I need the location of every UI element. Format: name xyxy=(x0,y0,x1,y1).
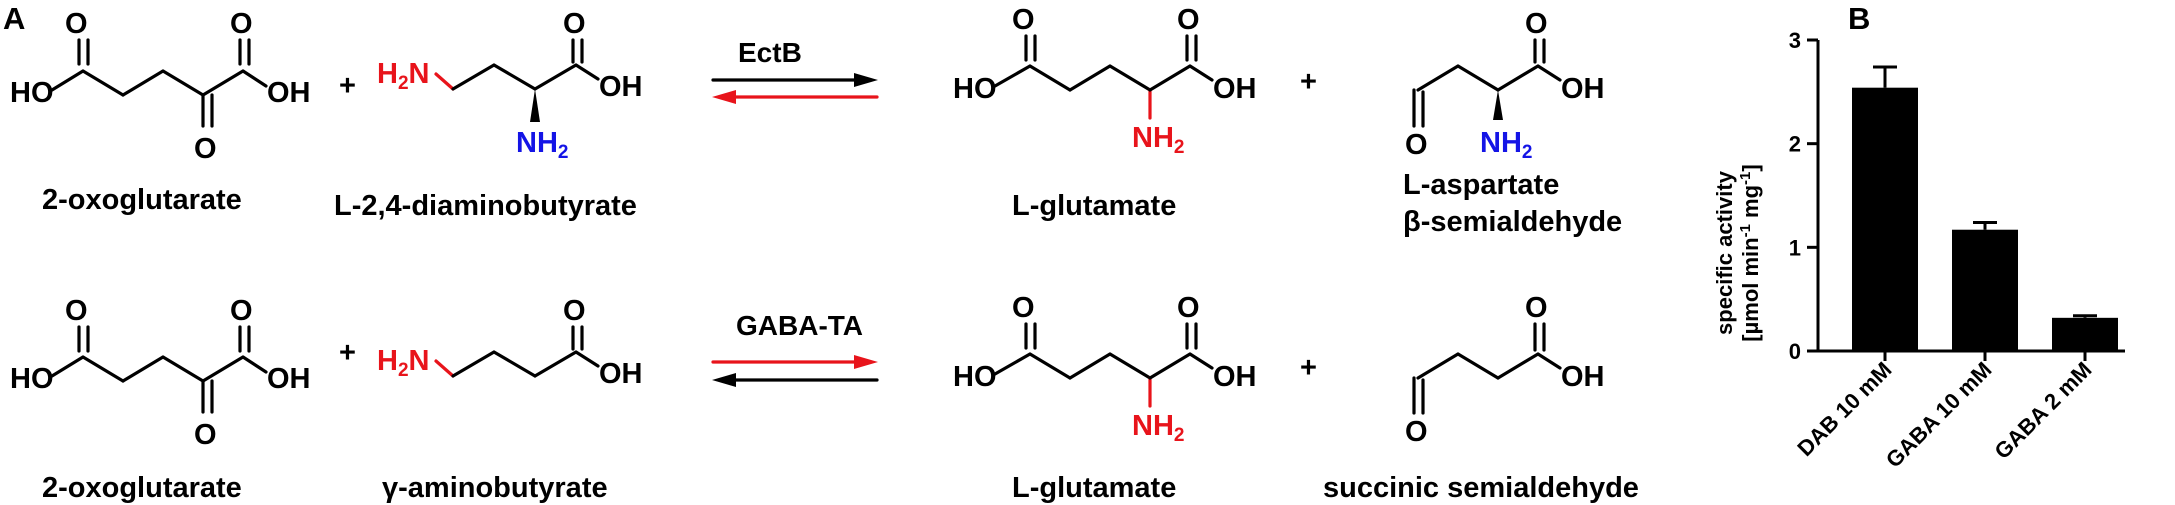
svg-text:O: O xyxy=(1177,4,1200,36)
label-l-glutamate-1: L-glutamate xyxy=(1012,190,1176,222)
svg-text:NH2: NH2 xyxy=(1480,127,1532,163)
svg-text:OH: OH xyxy=(599,358,643,390)
svg-text:HO: HO xyxy=(953,73,997,105)
svg-text:OH: OH xyxy=(1213,361,1257,393)
y-axis-label-line2: [µmol min-1 mg-1] xyxy=(1737,164,1763,341)
svg-text:O: O xyxy=(1177,292,1200,324)
molecule-aspartate-semialdehyde: O NH2 O OH xyxy=(1405,8,1605,163)
equilibrium-arrows-1: EctB xyxy=(711,37,879,104)
svg-text:O: O xyxy=(1525,292,1548,324)
x-tick-label: DAB 10 mM xyxy=(1792,357,1896,461)
plus-sign: + xyxy=(1300,66,1317,98)
svg-text:OH: OH xyxy=(267,77,311,109)
x-tick-label: GABA 10 mM xyxy=(1881,357,1997,473)
svg-text:OH: OH xyxy=(1561,73,1605,105)
svg-text:O: O xyxy=(1012,292,1035,324)
svg-text:OH: OH xyxy=(1213,73,1257,105)
svg-text:H2N: H2N xyxy=(377,345,429,381)
molecule-2-oxoglutarate-2: O HO O O OH xyxy=(10,295,311,451)
bar-chart-specific-activity: specific activity [µmol min-1 mg-1] 0 1 2 3… xyxy=(1712,28,2125,473)
svg-text:O: O xyxy=(563,8,586,40)
molecule-2-oxoglutarate-1: O HO O O OH xyxy=(10,8,311,165)
svg-text:HO: HO xyxy=(10,77,54,109)
bar xyxy=(1952,229,2018,351)
svg-text:OH: OH xyxy=(1561,361,1605,393)
y-axis-label: specific activity [µmol min-1 mg-1] xyxy=(1712,164,1763,341)
label-aspartate-line1: L-aspartate xyxy=(1403,169,1559,201)
svg-text:OH: OH xyxy=(267,363,311,395)
svg-text:O: O xyxy=(230,295,253,327)
label-l-glutamate-2: L-glutamate xyxy=(1012,472,1176,504)
svg-text:O: O xyxy=(65,295,88,327)
svg-text:O: O xyxy=(563,295,586,327)
svg-text:O: O xyxy=(194,419,217,451)
enzyme-gaba-ta: GABA-TA xyxy=(736,310,863,341)
chart-bars xyxy=(1852,65,2118,351)
label-diaminobutyrate: L-2,4-diaminobutyrate xyxy=(334,190,637,222)
svg-text:O: O xyxy=(1012,4,1035,36)
svg-text:O: O xyxy=(1405,416,1428,448)
plus-sign: + xyxy=(1300,352,1317,384)
svg-text:HO: HO xyxy=(10,363,54,395)
y-tick-label: 1 xyxy=(1789,235,1801,260)
svg-text:NH2: NH2 xyxy=(1132,122,1184,158)
molecule-succinic-semialdehyde: O O OH xyxy=(1405,292,1605,448)
molecule-l-glutamate-2: O HO NH2 O OH xyxy=(953,292,1257,446)
bar xyxy=(2052,317,2118,351)
svg-text:O: O xyxy=(1525,8,1548,40)
molecule-diaminobutyrate: H2N NH2 O OH xyxy=(377,8,643,163)
plus-sign: + xyxy=(339,337,356,369)
x-tick-label: GABA 2 mM xyxy=(1990,357,2097,464)
label-2-oxoglutarate-2: 2-oxoglutarate xyxy=(42,472,242,504)
panel-a-label: A xyxy=(3,1,25,36)
svg-text:NH2: NH2 xyxy=(1132,410,1184,446)
panel-b-label: B xyxy=(1848,1,1870,36)
label-succinic-semialdehyde: succinic semialdehyde xyxy=(1323,472,1639,504)
y-axis-label-line1: specific activity xyxy=(1712,170,1737,335)
label-aspartate-line2: β-semialdehyde xyxy=(1403,206,1622,238)
y-tick-label: 0 xyxy=(1789,339,1801,364)
svg-text:OH: OH xyxy=(599,71,643,103)
label-2-oxoglutarate-1: 2-oxoglutarate xyxy=(42,184,242,216)
molecule-l-glutamate-1: O HO NH2 O OH xyxy=(953,4,1257,158)
svg-text:NH2: NH2 xyxy=(516,127,568,163)
svg-text:O: O xyxy=(194,133,217,165)
enzyme-ectb: EctB xyxy=(738,37,802,68)
y-tick-label: 3 xyxy=(1789,28,1801,53)
svg-text:O: O xyxy=(1405,129,1428,161)
svg-text:H2N: H2N xyxy=(377,58,429,94)
svg-text:O: O xyxy=(230,8,253,40)
molecule-gaba: H2N O OH xyxy=(377,295,643,390)
y-tick-label: 2 xyxy=(1789,132,1801,157)
label-gaba: γ-aminobutyrate xyxy=(382,472,608,504)
equilibrium-arrows-2: GABA-TA xyxy=(711,310,879,387)
svg-text:HO: HO xyxy=(953,361,997,393)
svg-text:O: O xyxy=(65,8,88,40)
plus-sign: + xyxy=(339,70,356,102)
bar xyxy=(1852,87,1918,351)
